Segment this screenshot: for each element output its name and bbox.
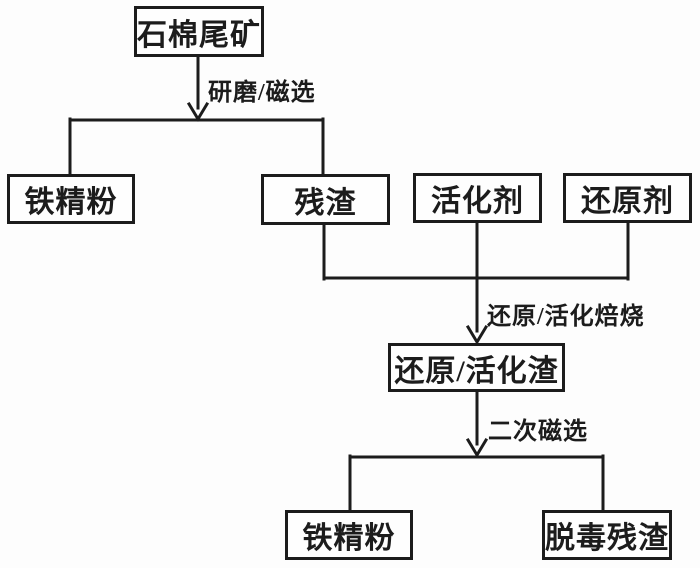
node-asbestos-tailings: 石棉尾矿	[134, 6, 264, 57]
node-iron-concentrate-bottom: 铁精粉	[285, 510, 413, 560]
edge-label-secondary-magnetic-separation: 二次磁选	[488, 419, 588, 445]
node-reducing-agent: 还原剂	[563, 173, 692, 223]
node-iron-concentrate-top: 铁精粉	[7, 174, 135, 224]
node-residue: 残渣	[261, 174, 390, 225]
node-activator: 活化剂	[413, 173, 542, 223]
node-detoxified-residue: 脱毒残渣	[542, 510, 672, 560]
edge-label-reduction-activation-roasting: 还原/活化焙烧	[487, 304, 645, 330]
arrowhead-slag-icon	[465, 324, 489, 345]
connector-group	[68, 55, 630, 513]
edge-label-grinding-magnetic-separation: 研磨/磁选	[208, 80, 316, 106]
node-reduction-activation-slag: 还原/活化渣	[388, 343, 565, 392]
arrowhead-second-split-icon	[465, 437, 489, 458]
